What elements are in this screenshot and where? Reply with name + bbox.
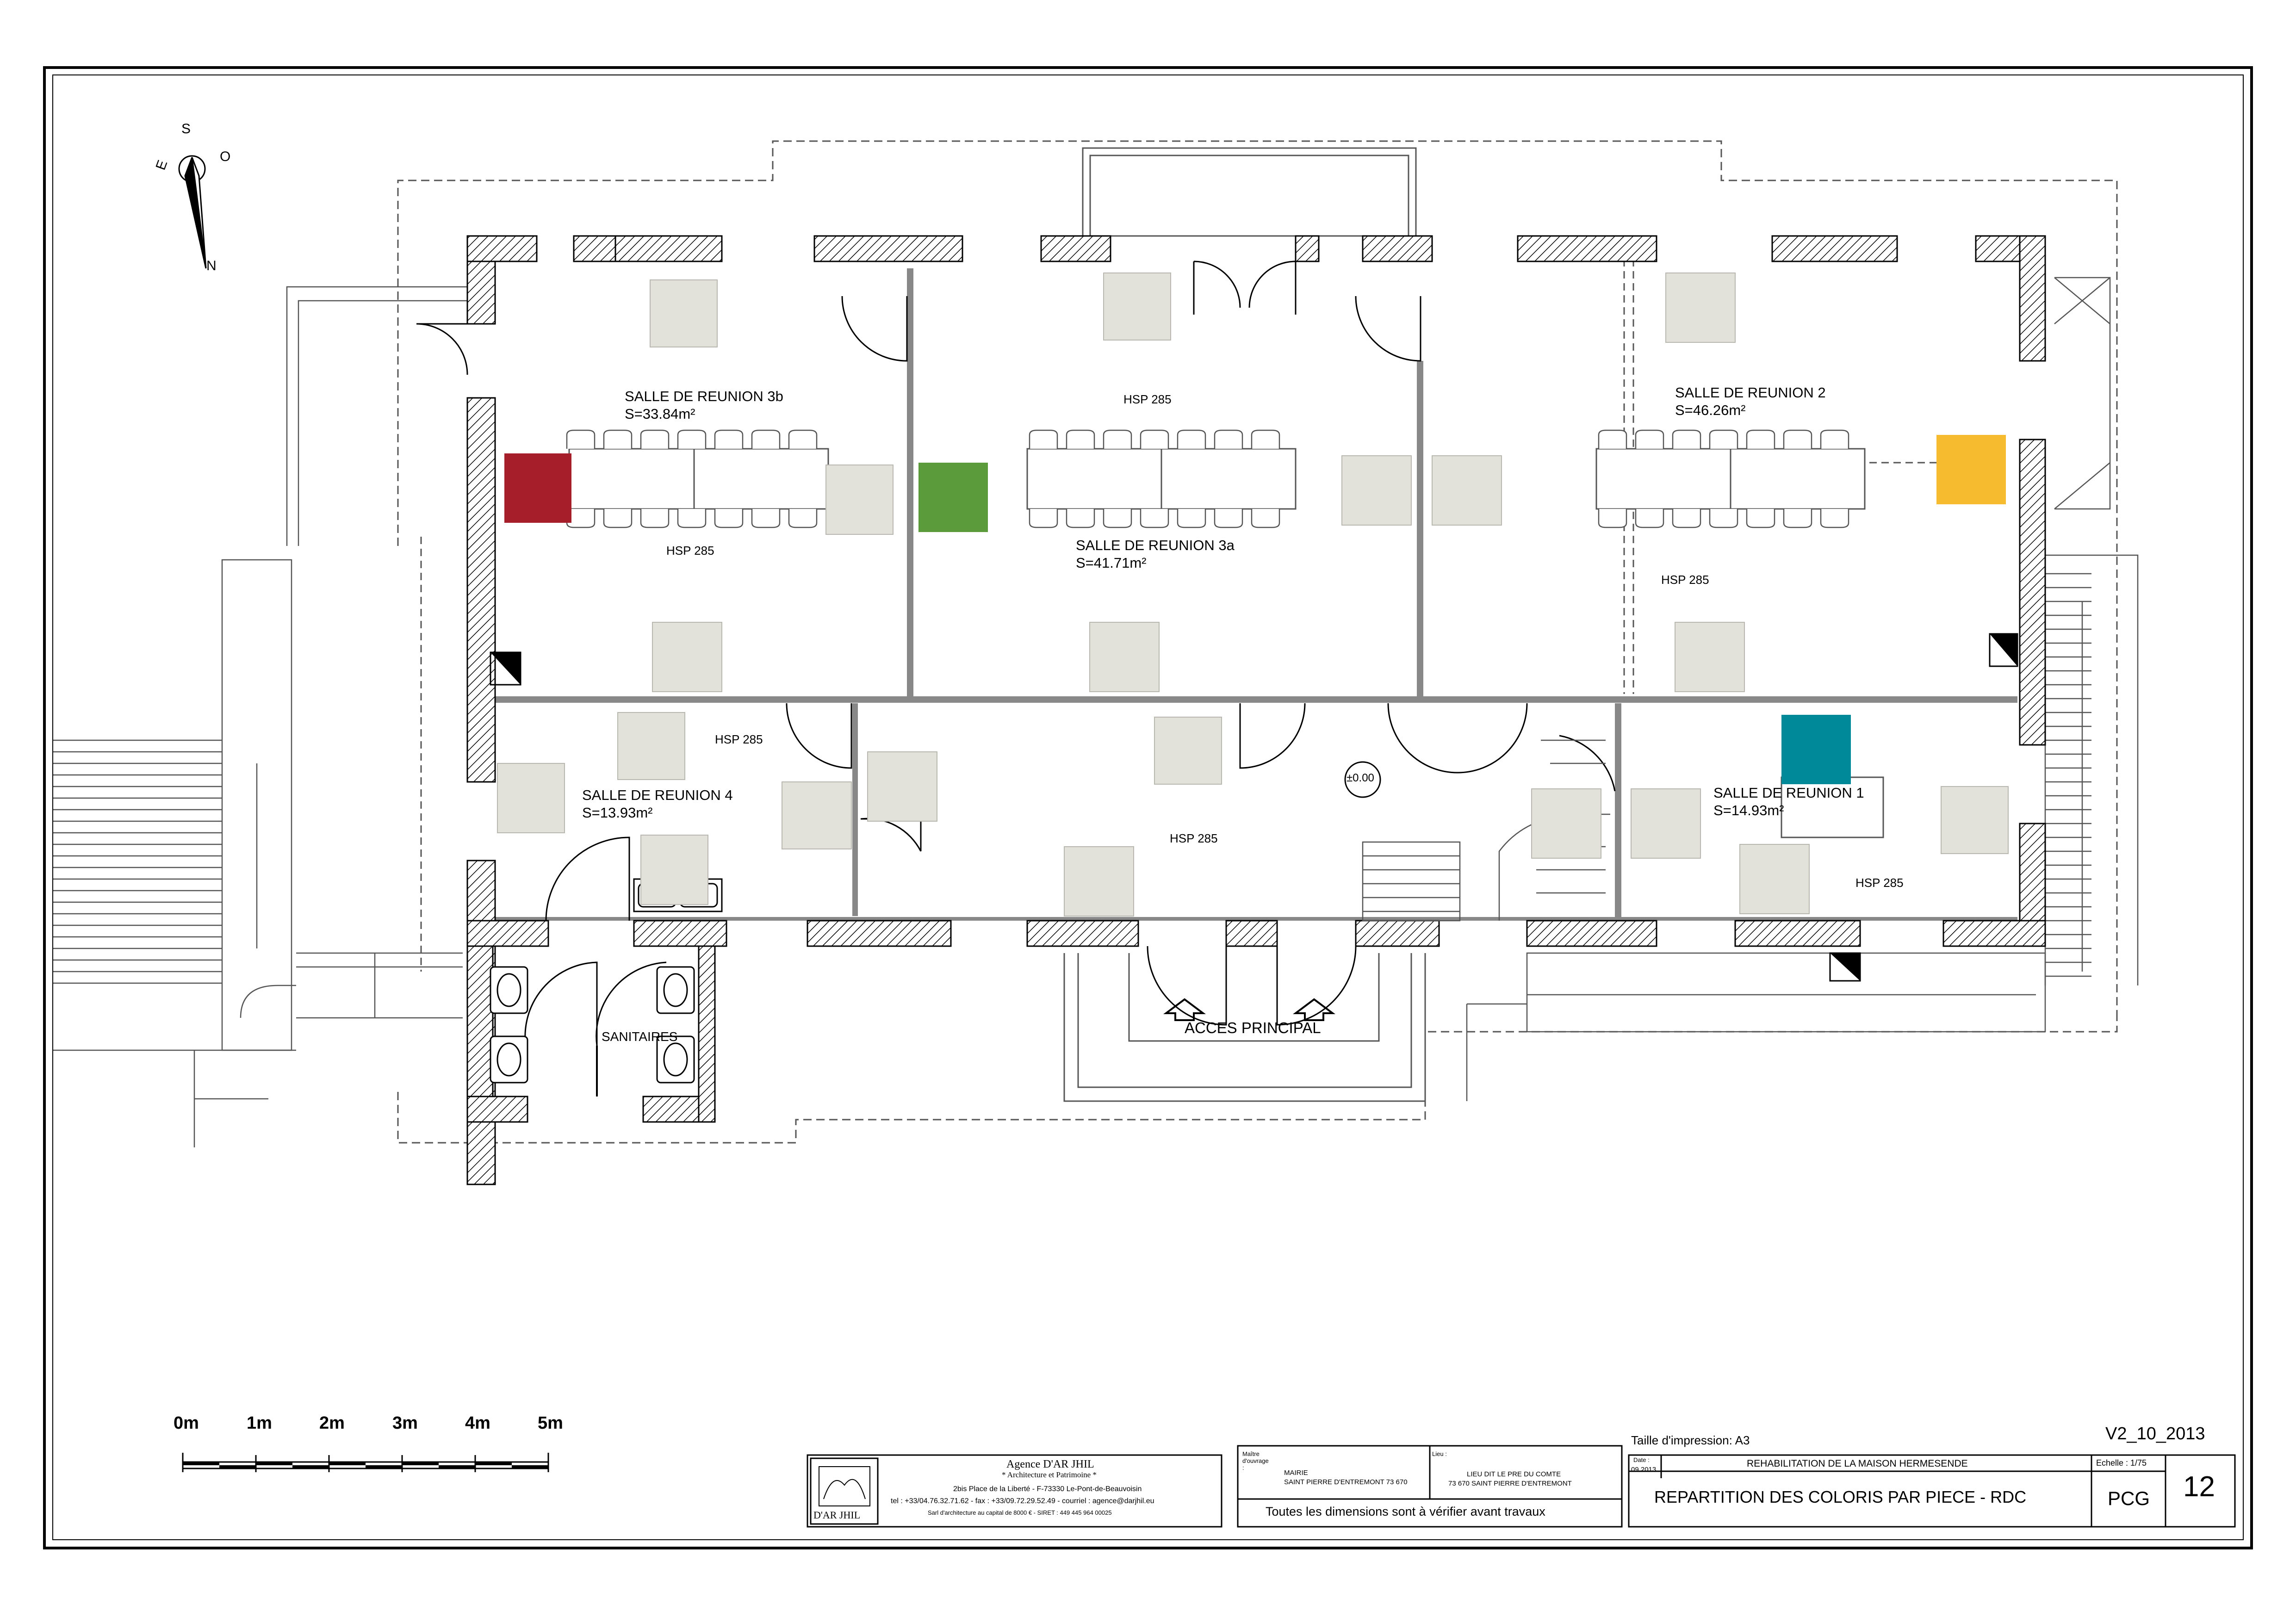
agency-logo-text: D'AR JHIL [813,1509,861,1521]
hsp-label: HSP 285 [1855,876,1904,890]
room-3a-name: SALLE DE REUNION 3a [1076,537,1235,553]
room-1-area: S=14.93m² [1713,802,1784,818]
chairs [566,429,1849,528]
agency-name: Agence D'AR JHIL [1006,1458,1094,1470]
dimensions-note: Toutes les dimensions sont à vérifier av… [1266,1505,1545,1518]
hsp-label: HSP 285 [715,732,763,746]
agency-sub: * Architecture et Patrimoine * [1002,1470,1097,1479]
compass-letter-s: S [181,121,191,136]
phase-code: PCG [2108,1487,2150,1509]
scale-seg-6 [402,1462,439,1465]
inner-frame [52,74,2244,1540]
date-label: Date : [1633,1456,1650,1463]
entrance-porch [1063,953,1426,1102]
agency-logo [819,1466,870,1506]
scale-seg-5 [366,1465,402,1468]
swatch-2 [1936,435,2006,504]
hsp-label: HSP 285 [1661,573,1709,587]
room-4-area: S=13.93m² [582,805,653,821]
scale-label-4: 4m [465,1413,490,1433]
room-3b-name: SALLE DE REUNION 3b [625,388,783,404]
exterior-walls [466,235,2046,1185]
acces-principal-label: ACCES PRINCIPAL [1185,1019,1321,1036]
scale-seg-2 [256,1462,292,1465]
scale-seg-1 [219,1465,256,1468]
date-value: 09.2013 [1631,1466,1657,1474]
drawing-title: REPARTITION DES COLORIS PAR PIECE - RDC [1654,1487,2027,1506]
room-2-area: S=46.26m² [1675,402,1746,418]
agency-contact: tel : +33/04.76.32.71.62 - fax : +33/09.… [891,1497,1154,1505]
lieu-value-2: 73 670 SAINT PIERRE D'ENTREMONT [1448,1480,1572,1487]
lieu-value-1: LIEU DIT LE PRE DU COMTE [1467,1470,1561,1478]
level-marker: ±0.00 [1347,772,1374,784]
neutral-swatches [497,273,2009,917]
lieu-label: Lieu : [1432,1450,1447,1457]
agency-address: 2bis Place de la Liberté - F-73330 Le-Po… [953,1485,1142,1493]
scale-label: Echelle : 1/75 [2096,1458,2147,1468]
fixtures [490,878,723,1084]
outer-frame [43,66,2253,1549]
scale-seg-4 [329,1462,366,1465]
sanitaires-label: SANITAIRES [602,1029,678,1044]
swatch-3b [504,453,571,523]
scale-seg-0 [183,1462,219,1465]
doors [416,260,1616,1055]
column-marks [490,633,2018,982]
interior-walls [490,268,2017,921]
scale-label-3: 3m [392,1413,418,1433]
maitre-value-2: SAINT PIERRE D'ENTREMONT 73 670 [1284,1478,1408,1486]
project-name: REHABILITATION DE LA MAISON HERMESENDE [1747,1458,1968,1469]
room-3a-area: S=41.71m² [1076,555,1147,571]
maitre-label: Maître d'ouvrage : [1242,1450,1269,1471]
scale-seg-7 [439,1465,475,1468]
maitre-value-1: MAIRIE [1284,1469,1308,1477]
left-stair-steps [53,739,222,984]
swatch-1 [1781,715,1851,784]
compass-letter-o: O [220,149,231,164]
scale-label-2: 2m [319,1413,345,1433]
room-4-name: SALLE DE REUNION 4 [582,787,733,803]
room-2-name: SALLE DE REUNION 2 [1675,384,1826,401]
level-marker-circle [1344,761,1381,798]
right-stair-steps [2045,573,2091,977]
meeting-tables [568,448,1884,838]
left-stairs [53,286,470,1147]
scale-label-1: 1m [247,1413,272,1433]
scale-bar [182,1453,549,1472]
compass-icon [178,155,207,269]
sheet-number: 12 [2183,1471,2215,1503]
compass-letter-n: N [206,258,217,273]
scale-label-5: 5m [538,1413,563,1433]
hsp-label: HSP 285 [1170,831,1218,845]
scale-seg-8 [475,1462,512,1465]
entrance-arrows [1163,998,1335,1021]
swatch-3a [918,463,988,532]
room-3b-area: S=33.84m² [625,406,695,422]
scale-label-0: 0m [174,1413,199,1433]
title-block [807,1445,2236,1528]
print-size: Taille d'impression: A3 [1631,1433,1750,1447]
room-1-name: SALLE DE REUNION 1 [1713,785,1864,801]
agency-legal: Sarl d'architecture au capital de 8000 €… [928,1509,1112,1516]
hsp-label: HSP 285 [1123,392,1172,406]
hsp-label: HSP 285 [666,544,714,558]
internal-stair [1362,739,1610,922]
balcony [1082,147,1417,237]
version: V2_10_2013 [2105,1424,2205,1443]
scale-seg-9 [512,1465,548,1468]
scale-seg-3 [292,1465,329,1468]
